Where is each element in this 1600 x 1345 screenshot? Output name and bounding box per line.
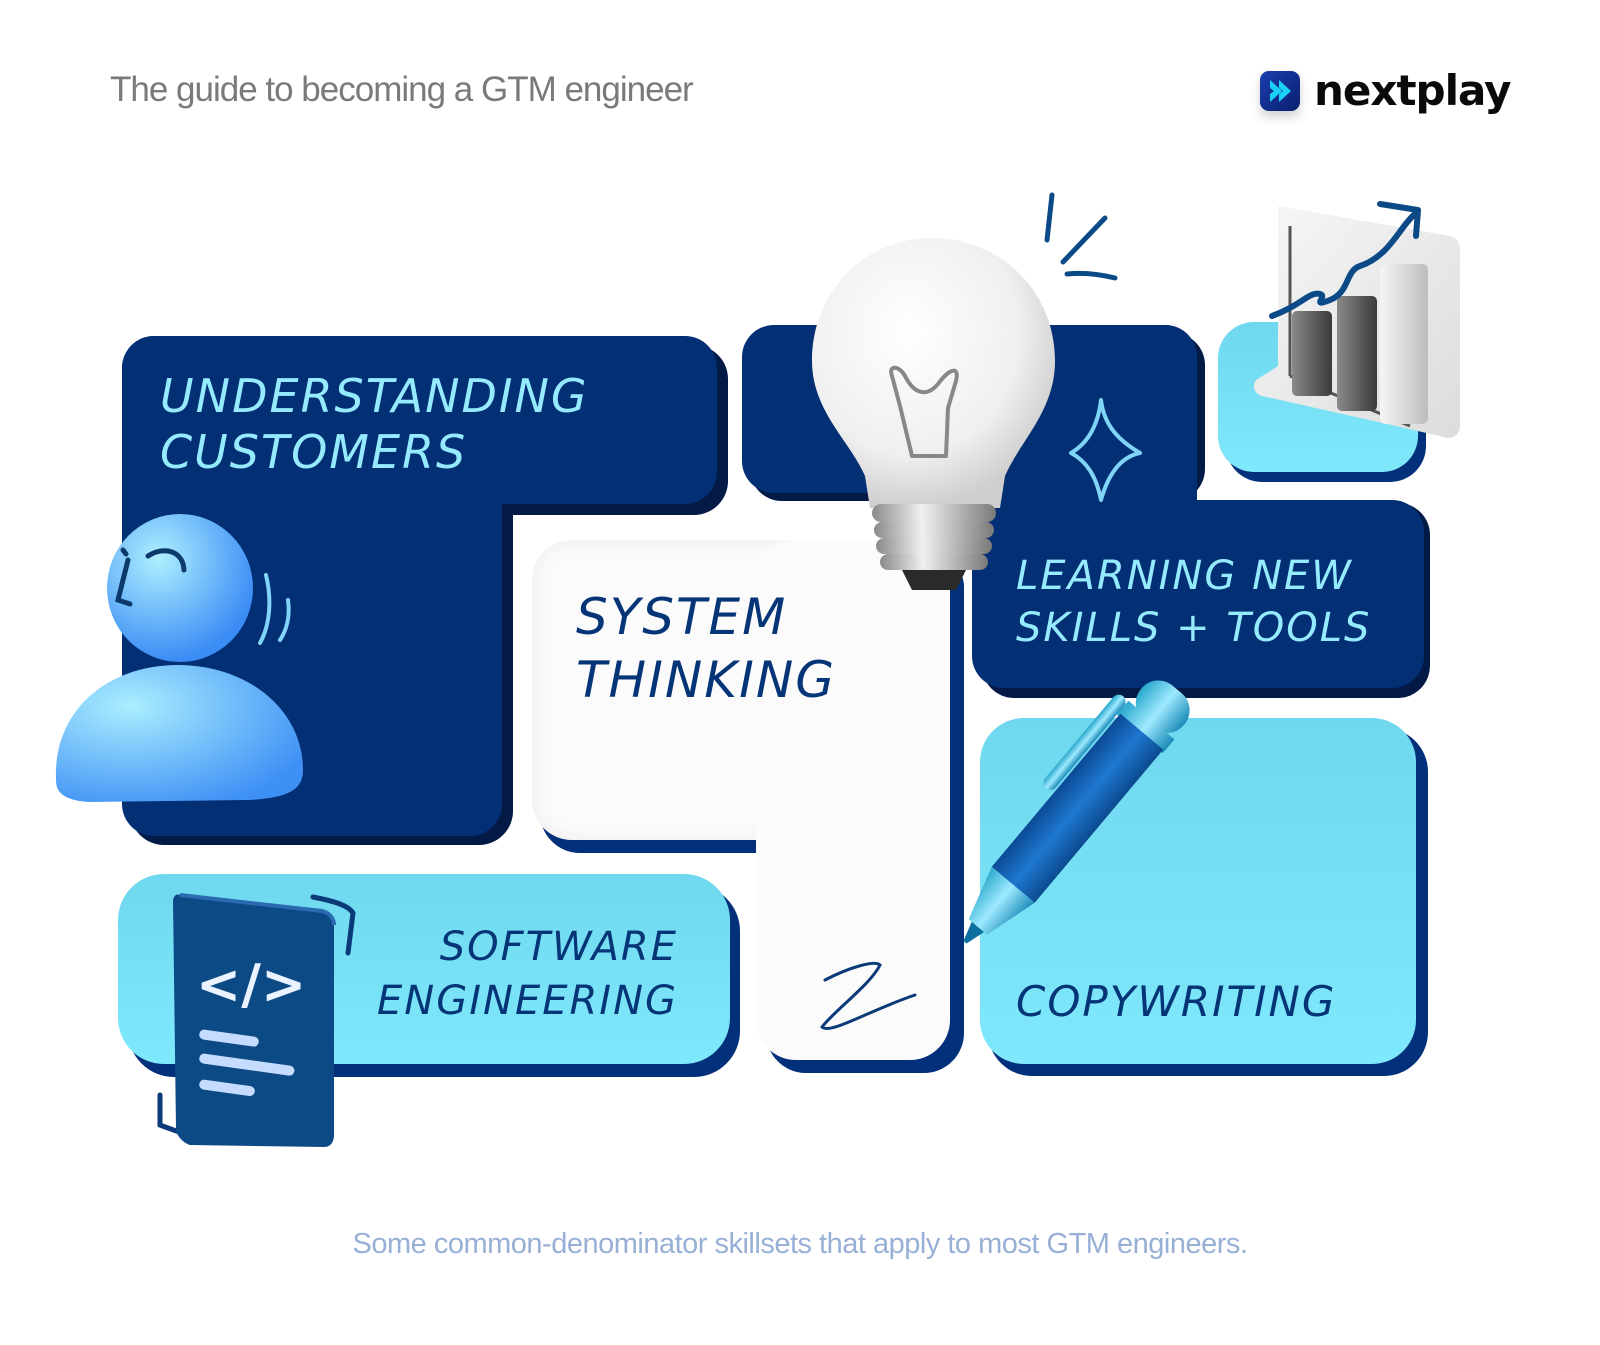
caption: Some common-denominator skillsets that a… xyxy=(352,1228,1248,1260)
card-label: UNDERSTANDING CUSTOMERS xyxy=(160,369,589,480)
card-label: COPYWRITING xyxy=(1016,977,1337,1026)
person-icon xyxy=(55,514,303,802)
card-body xyxy=(972,500,1424,688)
code-document-icon: </> xyxy=(157,893,356,1147)
card-label: LEARNING NEW SKILLS + TOOLS xyxy=(1016,553,1372,651)
pen-icon xyxy=(963,680,1190,944)
brand-name: nextplay xyxy=(1314,66,1511,115)
brand-logo: nextplay xyxy=(1260,66,1511,115)
card-body xyxy=(756,540,950,1060)
growth-chart-icon xyxy=(1254,201,1460,438)
page-title: The guide to becoming a GTM engineer xyxy=(110,70,694,109)
card-label: SOFTWARE ENGINEERING xyxy=(377,924,678,1024)
card-label: SYSTEM THINKING xyxy=(576,588,836,709)
svg-text:</>: </> xyxy=(196,953,306,1016)
lightbulb-icon xyxy=(812,238,1055,590)
spark-lines-icon xyxy=(1044,192,1118,281)
sparkle-icon xyxy=(1069,398,1142,502)
nextplay-play-icon xyxy=(1260,70,1300,111)
signature-scribble-icon xyxy=(820,961,917,1030)
